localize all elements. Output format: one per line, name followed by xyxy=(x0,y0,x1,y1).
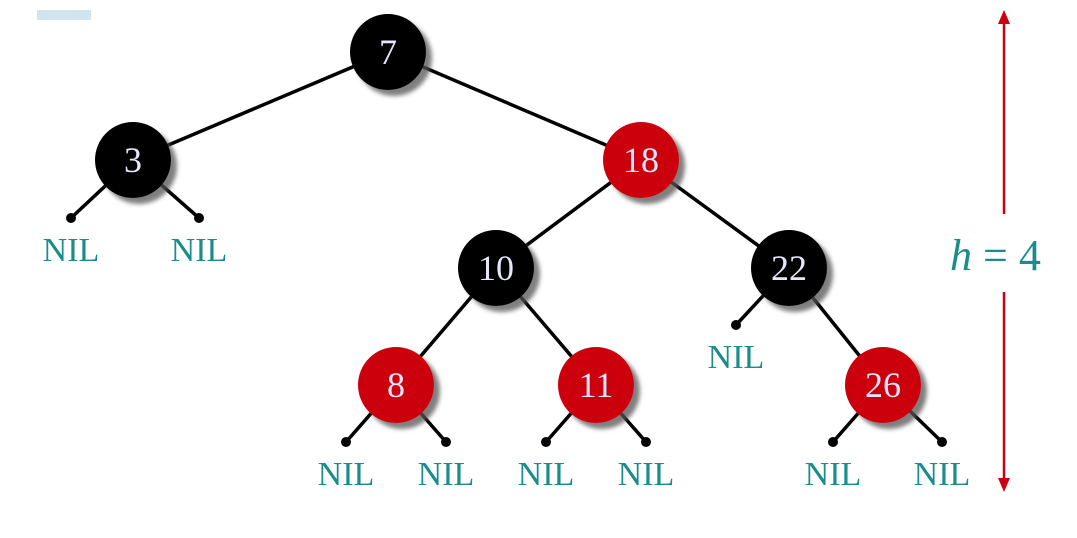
node-3-circle xyxy=(95,122,171,198)
nil-3-left-dot xyxy=(66,213,76,223)
nil-leaves: NIL NIL NIL NIL NIL NIL NIL NIL NIL xyxy=(43,158,971,493)
nil-22-left-label: NIL xyxy=(708,339,765,376)
height-indicator: h = 4 xyxy=(950,10,1041,492)
logo xyxy=(37,10,91,20)
node-10-circle xyxy=(458,230,534,306)
node-7: 7 xyxy=(350,14,426,90)
nil-11-right-label: NIL xyxy=(618,456,675,493)
height-value: 4 xyxy=(1019,231,1041,280)
node-26-circle xyxy=(845,347,921,423)
nil-3-right-label: NIL xyxy=(171,232,228,269)
node-18: 18 xyxy=(603,122,679,198)
nil-26-left-dot xyxy=(828,437,838,447)
nil-11-right-dot xyxy=(641,437,651,447)
node-3: 3 xyxy=(95,122,171,198)
nil-3-left-label: NIL xyxy=(43,232,100,269)
node-18-label: 18 xyxy=(623,140,659,180)
node-11: 11 xyxy=(558,347,634,423)
nil-8-right-label: NIL xyxy=(418,456,475,493)
nil-8-right-dot xyxy=(441,437,451,447)
nil-8-left-dot xyxy=(341,437,351,447)
tree-nodes: 7 3 18 10 22 8 11 26 xyxy=(95,14,921,423)
node-11-label: 11 xyxy=(579,365,614,405)
node-10: 10 xyxy=(458,230,534,306)
node-3-label: 3 xyxy=(124,140,142,180)
nil-11-left-label: NIL xyxy=(518,456,575,493)
edge-7-3 xyxy=(131,50,390,162)
tree-edges xyxy=(131,50,885,387)
node-8: 8 xyxy=(358,347,434,423)
nil-22-left-dot xyxy=(731,320,741,330)
node-22: 22 xyxy=(751,230,827,306)
nil-3-right-dot xyxy=(194,213,204,223)
nil-11-left-dot xyxy=(541,437,551,447)
height-label: h = 4 xyxy=(950,231,1041,280)
node-11-circle xyxy=(558,347,634,423)
height-arrow-top-head xyxy=(998,10,1010,24)
nil-26-right-label: NIL xyxy=(914,456,971,493)
height-arrow-bottom-head xyxy=(998,478,1010,492)
node-18-circle xyxy=(603,122,679,198)
node-22-label: 22 xyxy=(771,248,807,288)
nil-26-right-dot xyxy=(937,437,947,447)
node-22-circle xyxy=(751,230,827,306)
height-variable: h xyxy=(950,231,972,280)
node-7-circle xyxy=(350,14,426,90)
nil-26-left-label: NIL xyxy=(805,456,862,493)
node-26-label: 26 xyxy=(865,365,901,405)
height-equals: = xyxy=(972,231,1019,280)
nil-8-left-label: NIL xyxy=(318,456,375,493)
edge-7-18 xyxy=(386,50,643,162)
node-26: 26 xyxy=(845,347,921,423)
node-7-label: 7 xyxy=(379,32,397,72)
node-8-label: 8 xyxy=(387,365,405,405)
node-10-label: 10 xyxy=(478,248,514,288)
node-8-circle xyxy=(358,347,434,423)
